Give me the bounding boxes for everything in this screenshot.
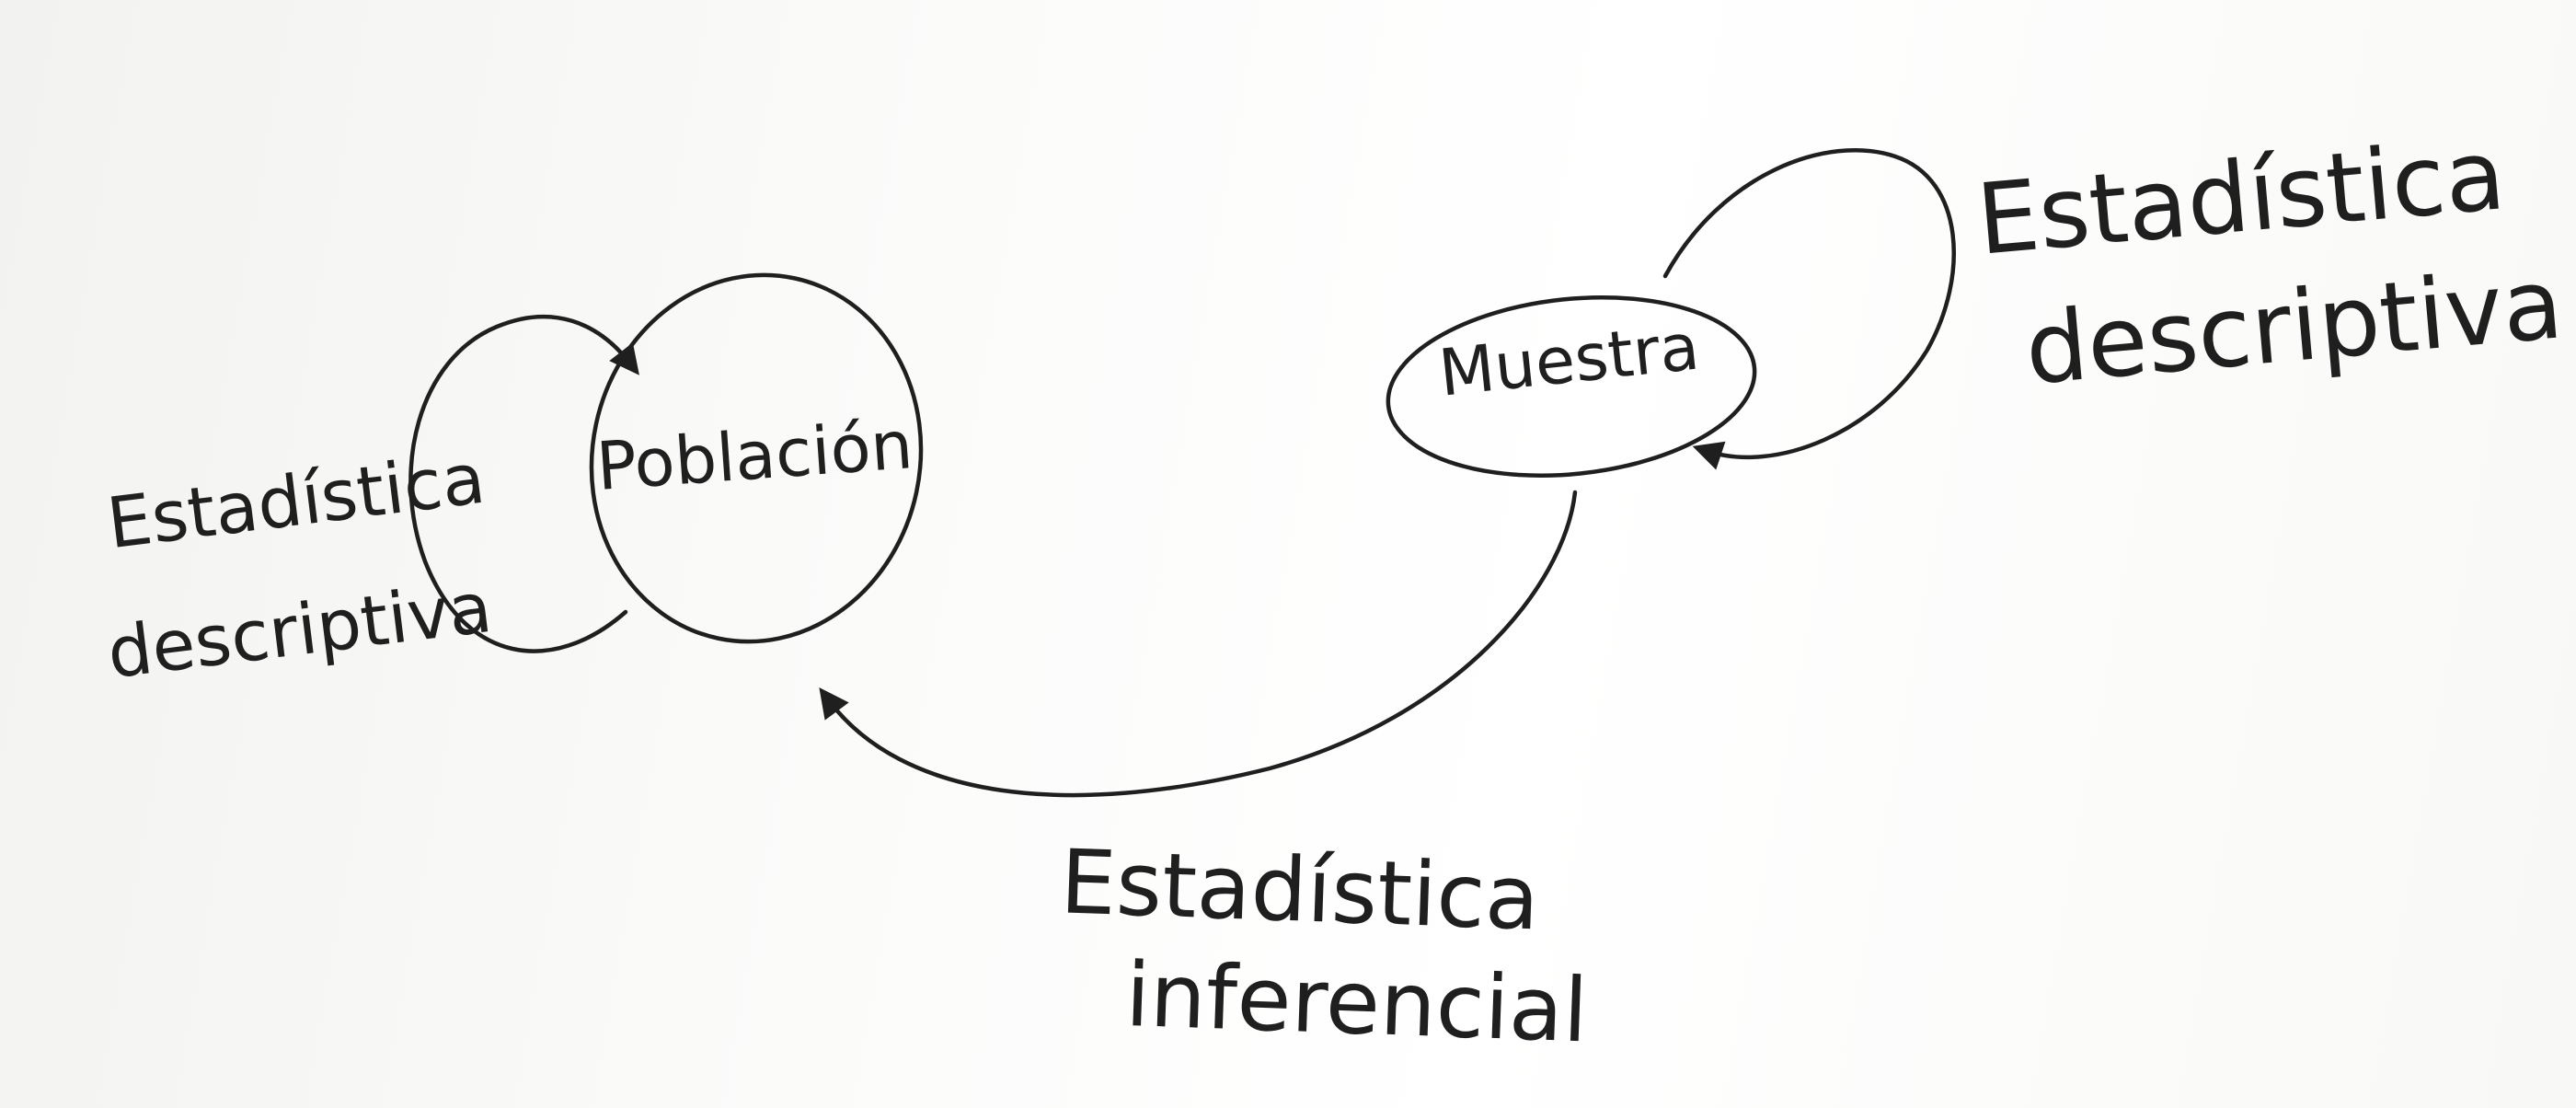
muestra-node-circle: [1386, 294, 1757, 479]
left-descriptive-line2: descriptiva: [103, 566, 496, 694]
right-descriptive-label: Estadística descriptiva: [1972, 118, 2568, 407]
left-descriptive-loop: [408, 314, 639, 653]
poblacion-node-circle: [589, 272, 924, 644]
right-descriptive-loop: [1662, 148, 1957, 470]
left-descriptive-line1: Estadística: [103, 437, 489, 565]
right-descriptive-line2: descriptiva: [2021, 247, 2568, 407]
right-descriptive-line1: Estadística: [1972, 118, 2509, 277]
inferential-line1: Estadística: [1059, 830, 1541, 950]
left-descriptive-label: Estadística descriptiva: [103, 437, 496, 695]
inferential-arrow: [819, 490, 1578, 798]
inferential-label: Estadística inferencial: [1059, 830, 1590, 1062]
muestra-label: Muestra: [1435, 309, 1702, 411]
inferential-line2: inferencial: [1124, 943, 1590, 1062]
poblacion-label: Población: [594, 406, 915, 505]
